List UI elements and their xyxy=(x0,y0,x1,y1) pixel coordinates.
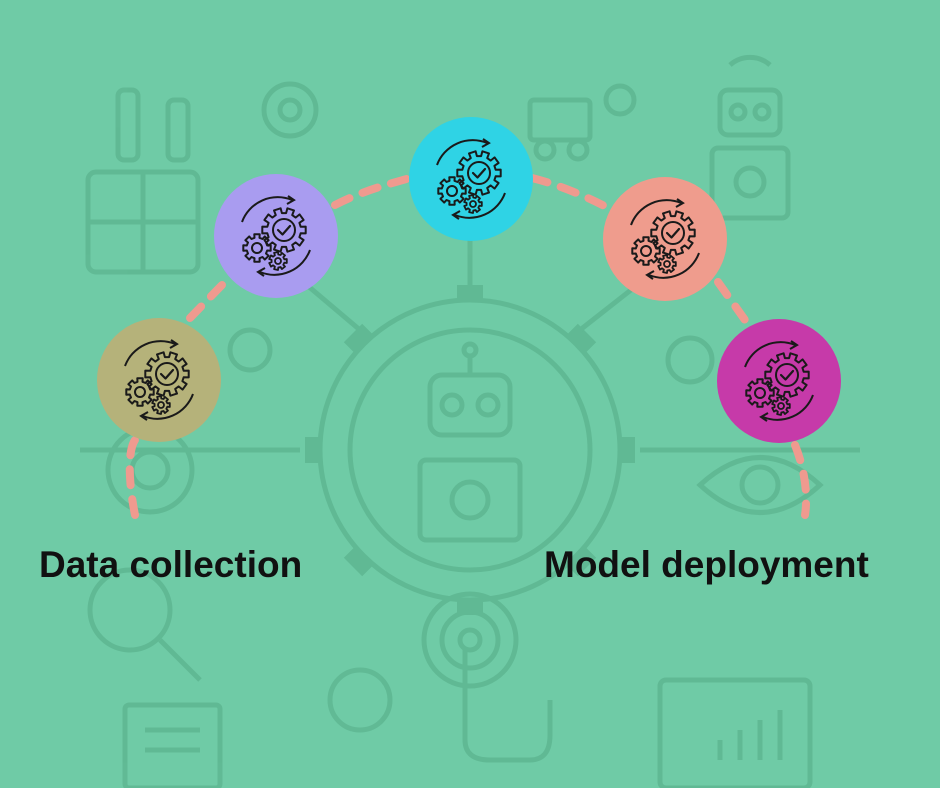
gears-check-icon xyxy=(603,177,727,301)
model-deployment-label: Model deployment xyxy=(544,544,869,585)
gears-check-icon xyxy=(717,319,841,443)
stage-4-node xyxy=(603,177,727,301)
gears-check-icon xyxy=(97,318,221,442)
gears-check-icon xyxy=(409,117,533,241)
stage-2-node xyxy=(214,174,338,298)
data-collection-label: Data collection xyxy=(39,544,303,585)
stage-1-node xyxy=(97,318,221,442)
stage-3-node xyxy=(409,117,533,241)
gears-check-icon xyxy=(214,174,338,298)
stage-5-node xyxy=(717,319,841,443)
